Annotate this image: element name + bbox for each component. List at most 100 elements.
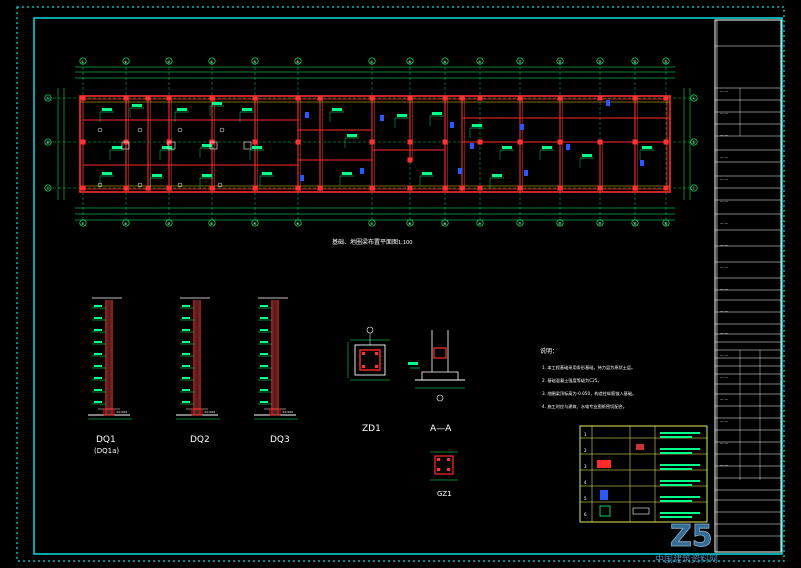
axis-bubble-bottom <box>596 219 604 227</box>
structural-column <box>166 185 172 191</box>
highlight-marker <box>380 115 384 121</box>
dq2-tag <box>182 329 190 331</box>
structural-column <box>123 95 129 101</box>
dq3-tag <box>260 305 268 307</box>
legend-desc <box>660 516 692 518</box>
annotation-tag <box>492 174 502 177</box>
footing-pad <box>121 141 130 150</box>
axis-bubble-top <box>516 57 524 65</box>
aa-tag <box>408 362 418 365</box>
axis-bubble-bottom <box>631 219 639 227</box>
gz1-rebar <box>437 458 440 461</box>
zd1-rebar <box>362 365 365 368</box>
dq3-tag <box>260 401 268 403</box>
dq1-tag <box>94 353 102 355</box>
axis-bubble-top <box>662 57 670 65</box>
dq1-wall-fill <box>107 300 111 415</box>
highlight-marker <box>566 144 570 150</box>
notes-line-3: 3. 地圈梁顶标高为-0.050，构造柱纵筋锚入基础。 <box>542 390 636 397</box>
detail-label-aa: A—A <box>430 424 452 434</box>
annotation-tag <box>212 102 222 105</box>
dq3-level: ±0.000 <box>282 410 293 414</box>
legend-symbol-red <box>597 460 611 468</box>
legend-desc <box>660 448 700 450</box>
axis-bubble-bottom <box>208 219 216 227</box>
title-block-cell-text: — — <box>720 221 729 225</box>
annotation-tag <box>472 124 482 127</box>
structural-column <box>477 185 483 191</box>
title-block-cell-text: — — <box>720 177 729 181</box>
axis-bubble-top <box>165 57 173 65</box>
zd1-rebar <box>362 352 365 355</box>
legend-desc <box>660 436 692 438</box>
structural-column <box>517 139 523 145</box>
axis-label-top: ⑭ <box>633 59 637 64</box>
structural-column <box>597 139 603 145</box>
structural-column <box>252 185 258 191</box>
dq2-footing-box <box>191 408 203 416</box>
axis-bubble-right <box>690 138 698 146</box>
axis-label-top: ⑦ <box>370 60 373 64</box>
axis-bubble-left <box>44 138 52 146</box>
axis-label-bottom: ⑨ <box>443 222 446 226</box>
dq1-tag <box>94 377 102 379</box>
dq3-footing-box <box>269 408 281 416</box>
annotation-tag <box>162 146 172 149</box>
axis-label-bottom: ⑫ <box>558 221 562 226</box>
dq2-tag <box>182 389 190 391</box>
structural-column <box>209 185 215 191</box>
legend-symbol-line <box>632 507 650 515</box>
highlight-marker <box>360 168 364 174</box>
dq3-tag <box>260 329 268 331</box>
dq2-wall-fill <box>195 300 199 415</box>
structural-column <box>663 139 669 145</box>
structural-column <box>477 139 483 145</box>
axis-bubble-top <box>596 57 604 65</box>
plan-scale: 1:100 <box>398 240 412 246</box>
legend-index: 5 <box>584 496 587 501</box>
structural-column <box>459 95 465 101</box>
title-block-frame <box>714 19 782 553</box>
axis-bubble-top <box>631 57 639 65</box>
legend-symbol-small <box>636 444 644 450</box>
axis-bubble-bottom <box>441 219 449 227</box>
highlight-marker <box>524 170 528 176</box>
axis-label-bottom: ⑮ <box>664 221 668 226</box>
dq3-wall-fill <box>273 300 277 415</box>
annotation-tag <box>242 108 252 111</box>
axis-bubble-top <box>556 57 564 65</box>
axis-label-top: ⑬ <box>598 59 602 64</box>
axis-bubble-top <box>208 57 216 65</box>
annotation-tag <box>202 144 212 147</box>
gz1-section <box>434 455 454 475</box>
axis-label-right: Ⓑ <box>692 140 696 145</box>
structural-column <box>632 139 638 145</box>
dq1-tag <box>94 401 102 403</box>
dq2-tag <box>182 317 190 319</box>
structural-column <box>477 95 483 101</box>
structural-column <box>632 95 638 101</box>
dq1-tag <box>94 329 102 331</box>
annotation-tag <box>422 172 432 175</box>
dq2-tag <box>182 377 190 379</box>
title-block-cell-text: — — <box>720 133 729 137</box>
title-block-cell-text: — — <box>720 419 729 423</box>
title-block-cell-text: — — <box>720 155 729 159</box>
plan-title: 基础、地圈梁布置平面图 <box>332 238 398 246</box>
detail-label-dq1: DQ1 <box>96 435 116 445</box>
dq1-footing-box <box>103 408 115 416</box>
watermark-logo: Z5 <box>670 519 713 554</box>
annotation-tag <box>342 172 352 175</box>
annotation-tag <box>432 112 442 115</box>
title-block-cell-text: — — <box>720 331 729 335</box>
dq2-tag <box>182 341 190 343</box>
inner-border <box>33 17 783 555</box>
structural-column <box>295 95 301 101</box>
legend-desc <box>660 468 692 470</box>
structural-column <box>663 185 669 191</box>
dq2-tag <box>182 353 190 355</box>
structural-column <box>517 185 523 191</box>
annotation-tag <box>102 172 112 175</box>
axis-label-bottom: ① <box>81 222 84 226</box>
